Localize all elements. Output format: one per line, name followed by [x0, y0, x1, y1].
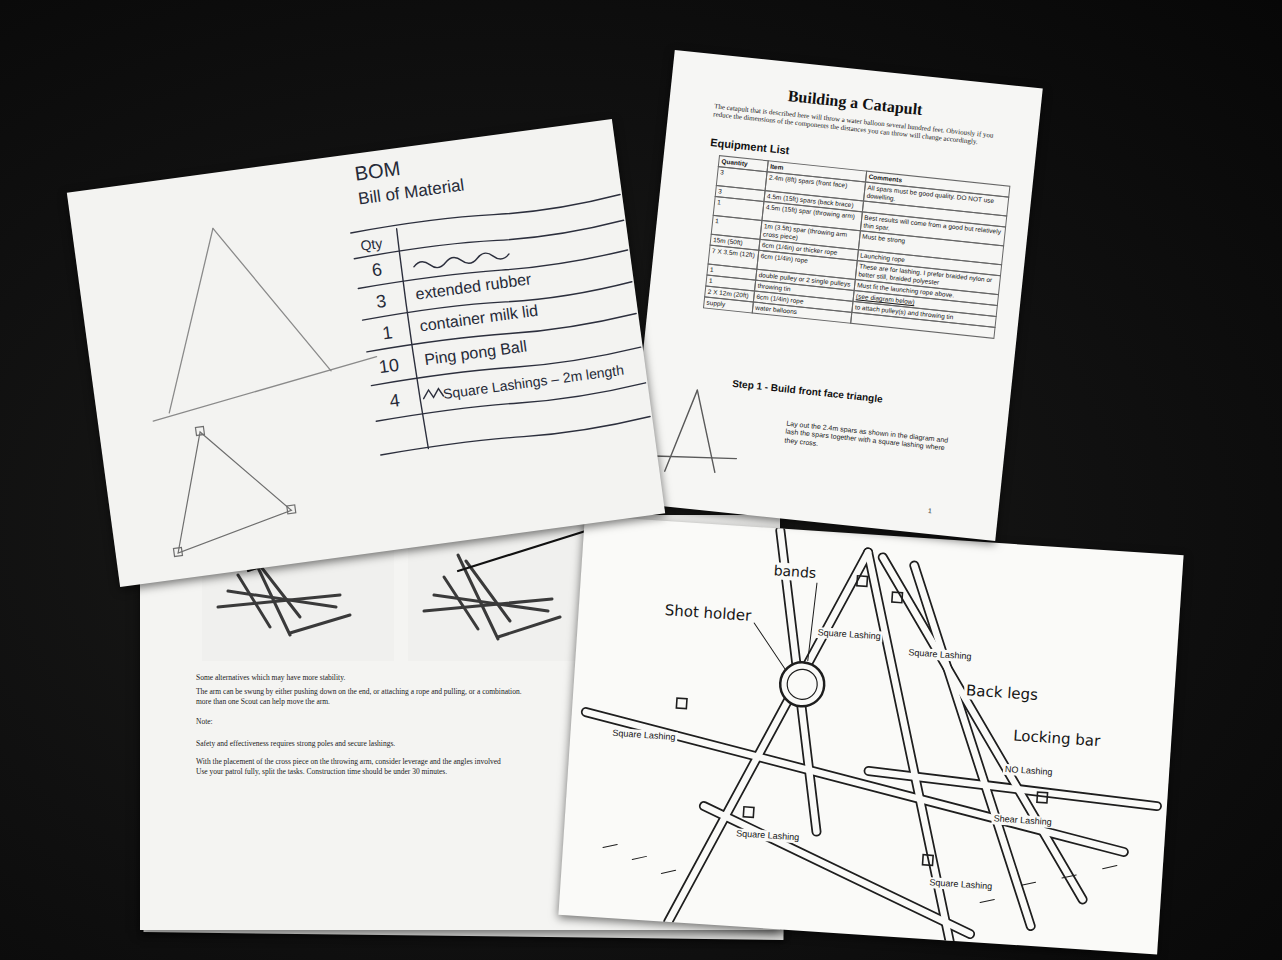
table-cell: extended rubber — [414, 269, 532, 304]
section-heading: Step 1 - Build front face triangle — [732, 377, 884, 405]
table-cell: container milk lid — [419, 301, 540, 336]
table-cell: 6 — [371, 259, 384, 282]
table-cell: 3 — [716, 166, 768, 191]
lashing-label: Square Lashing — [906, 647, 974, 662]
paper-sheet: BOMBill of MaterialQty63extended rubber1… — [67, 119, 665, 587]
table-cell: Square Lashings – 2m length — [442, 360, 640, 403]
paragraph: Use your patrol fully, split the tasks. … — [196, 767, 558, 776]
lashing-label: Square Lashing — [734, 828, 802, 843]
table-cell: 1 — [381, 322, 394, 345]
paragraph: Lay out the 2.4m spars as shown in the d… — [784, 419, 961, 462]
paper-sheet: bandsShot holderSquare LashingSquare Las… — [558, 516, 1183, 955]
heading: BOM — [353, 156, 401, 186]
table-cell: 4 — [388, 390, 401, 413]
paragraph: The arm can be swung by either pushing d… — [196, 687, 558, 696]
table-cell: 1 — [706, 263, 757, 280]
paragraph: Some alternatives which may have more st… — [196, 673, 558, 682]
table-cell: Qty — [360, 235, 384, 255]
part-label: bands — [771, 562, 819, 582]
table-cell: 1 — [713, 195, 765, 220]
table-cell: All spars must be good quality. DO NOT u… — [863, 181, 1009, 216]
table-cell: 7 X 3.5m (12ft) — [708, 244, 760, 269]
table-cell: 10 — [378, 355, 401, 379]
page-number: 1 — [928, 506, 933, 515]
note-heading: Note: — [196, 717, 558, 726]
table-header: Quantity — [718, 155, 769, 172]
table-cell: to attach pulley(s) and throwing tin — [851, 300, 996, 327]
part-label: Shot holder — [662, 601, 754, 625]
paragraph: Safety and effectiveness requires strong… — [196, 739, 558, 748]
paragraph: more than one Scout can help move the ar… — [196, 697, 558, 706]
table-cell: 3 — [375, 291, 388, 314]
paragraph: With the placement of the cross piece on… — [196, 757, 558, 766]
table-cell: water balloons — [752, 301, 853, 323]
table-cell: 3 — [715, 184, 766, 201]
paper-sheet: Building a CatapultThe catapult that is … — [627, 49, 1043, 540]
section-heading: Equipment List — [710, 136, 790, 157]
part-label: Locking bar — [1011, 726, 1103, 750]
part-label: Back legs — [964, 681, 1041, 704]
